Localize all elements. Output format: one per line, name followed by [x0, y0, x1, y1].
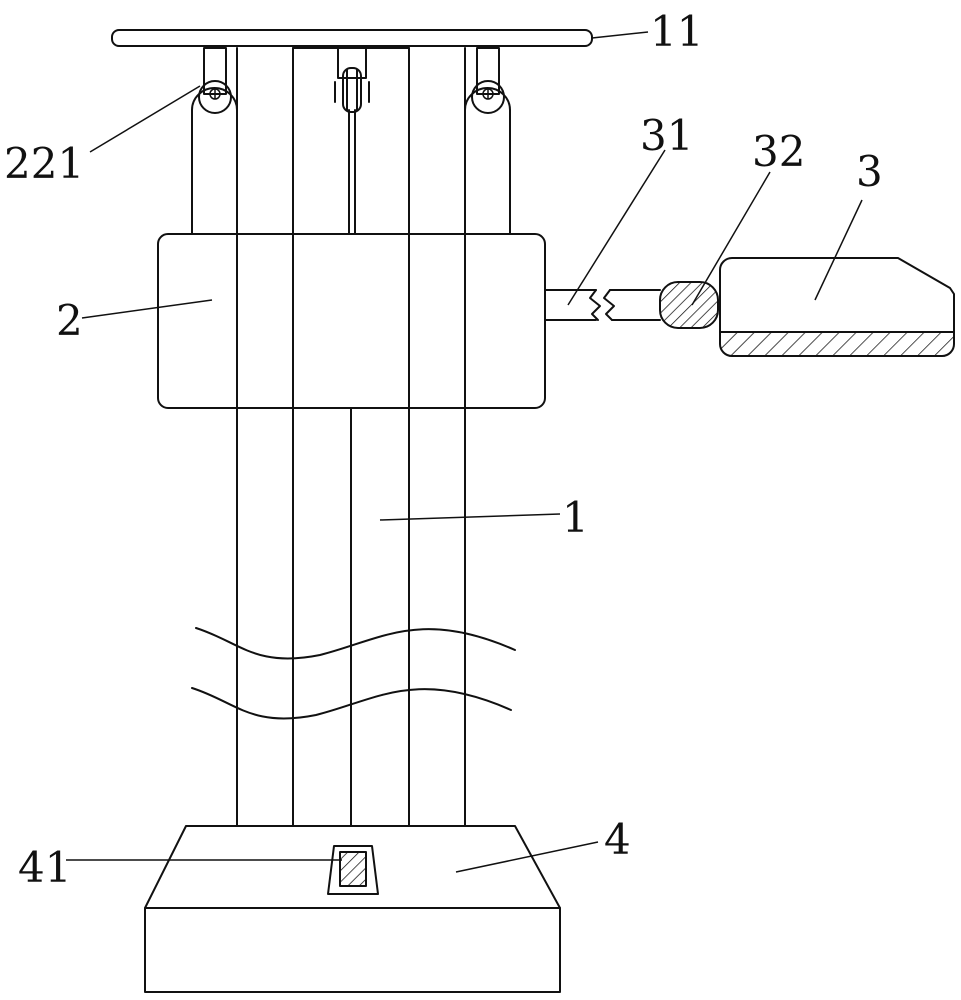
- left-pulley-bracket: [198, 47, 232, 114]
- label-2: 2: [56, 296, 83, 345]
- label-4: 4: [604, 815, 631, 864]
- label-31: 31: [640, 111, 693, 160]
- label-221: 221: [4, 139, 84, 188]
- label-32: 32: [752, 127, 805, 176]
- label-11: 11: [650, 7, 703, 56]
- label-41: 41: [18, 843, 71, 892]
- connecting-rod: [544, 289, 661, 321]
- right-pulley-bracket: [471, 47, 505, 114]
- top-plate: [111, 29, 593, 47]
- right-guide-rod: [464, 87, 511, 235]
- center-pulley: [334, 47, 370, 113]
- lifting-block: [157, 233, 546, 409]
- left-guide-rod: [191, 87, 238, 235]
- tool-head: [719, 257, 955, 357]
- connector-joint: [659, 281, 719, 329]
- break-lines: [191, 627, 516, 720]
- leader-lines: [66, 31, 863, 873]
- lift-cable: [348, 109, 356, 827]
- base-switch: [327, 845, 379, 895]
- label-3: 3: [856, 147, 883, 196]
- base: [144, 825, 561, 993]
- label-1: 1: [562, 493, 589, 542]
